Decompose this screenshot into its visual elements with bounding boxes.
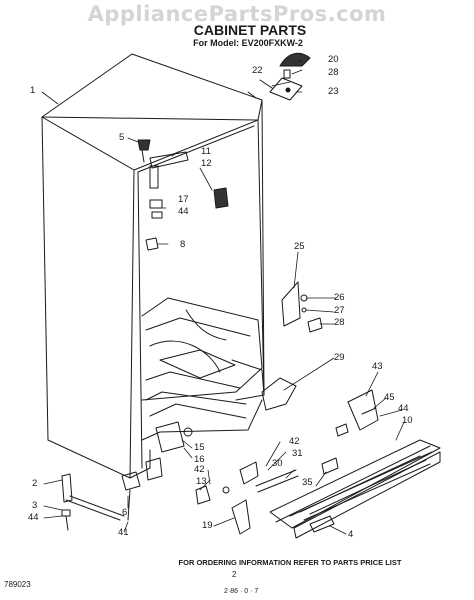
callout-28-top: 28 [328,67,339,78]
callout-15: 15 [194,442,205,453]
callout-3: 3 [32,500,38,511]
cabinet-outline [41,53,265,479]
right-brackets [261,281,323,411]
page-number: 2 [232,570,237,579]
cabinet-small-parts [137,139,229,251]
revision-code: 2·86 · 0 · 7 [224,588,259,595]
top-hinge-parts [247,52,311,101]
callout-1: 1 [30,85,36,96]
diagram-title: CABINET PARTS [193,22,307,38]
callout-25: 25 [294,241,305,252]
callout-13: 13 [196,476,207,487]
callout-22: 22 [252,65,263,76]
callout-6: 6 [122,507,128,518]
callout-12: 12 [201,158,212,169]
callout-26: 26 [334,292,345,303]
callout-27: 27 [334,305,345,316]
watermark: AppliancePartsPros.com [87,2,387,26]
callout-44-right: 44 [398,403,409,414]
callout-20: 20 [328,54,339,65]
callout-28-side: 28 [334,317,345,328]
callout-44-left: 44 [28,512,39,523]
callout-4: 4 [348,529,354,540]
callout-44-upper: 44 [178,206,189,217]
callout-16: 16 [194,454,205,465]
callout-41: 41 [118,527,129,538]
callout-42-right: 42 [289,436,300,447]
model-line: For Model: EV200FXKW-2 [193,38,303,48]
ordering-note: FOR ORDERING INFORMATION REFER TO PARTS … [178,558,402,567]
callout-29: 29 [334,352,345,363]
callout-42-left: 42 [194,464,205,475]
callout-43: 43 [372,361,383,372]
callout-30: 30 [272,458,283,469]
leader-lines [41,59,405,535]
callout-19: 19 [202,520,213,531]
callout-2: 2 [32,478,38,489]
callout-10: 10 [402,415,413,426]
callout-8: 8 [180,239,186,250]
grille-assembly [269,389,441,539]
callout-17: 17 [178,194,189,205]
callout-5: 5 [119,132,125,143]
callout-23: 23 [328,86,339,97]
callout-31: 31 [292,448,303,459]
lower-parts [61,407,377,535]
document-code: 789023 [4,580,31,589]
callout-45: 45 [384,392,395,403]
callout-35: 35 [302,477,313,488]
callout-11: 11 [201,146,211,157]
